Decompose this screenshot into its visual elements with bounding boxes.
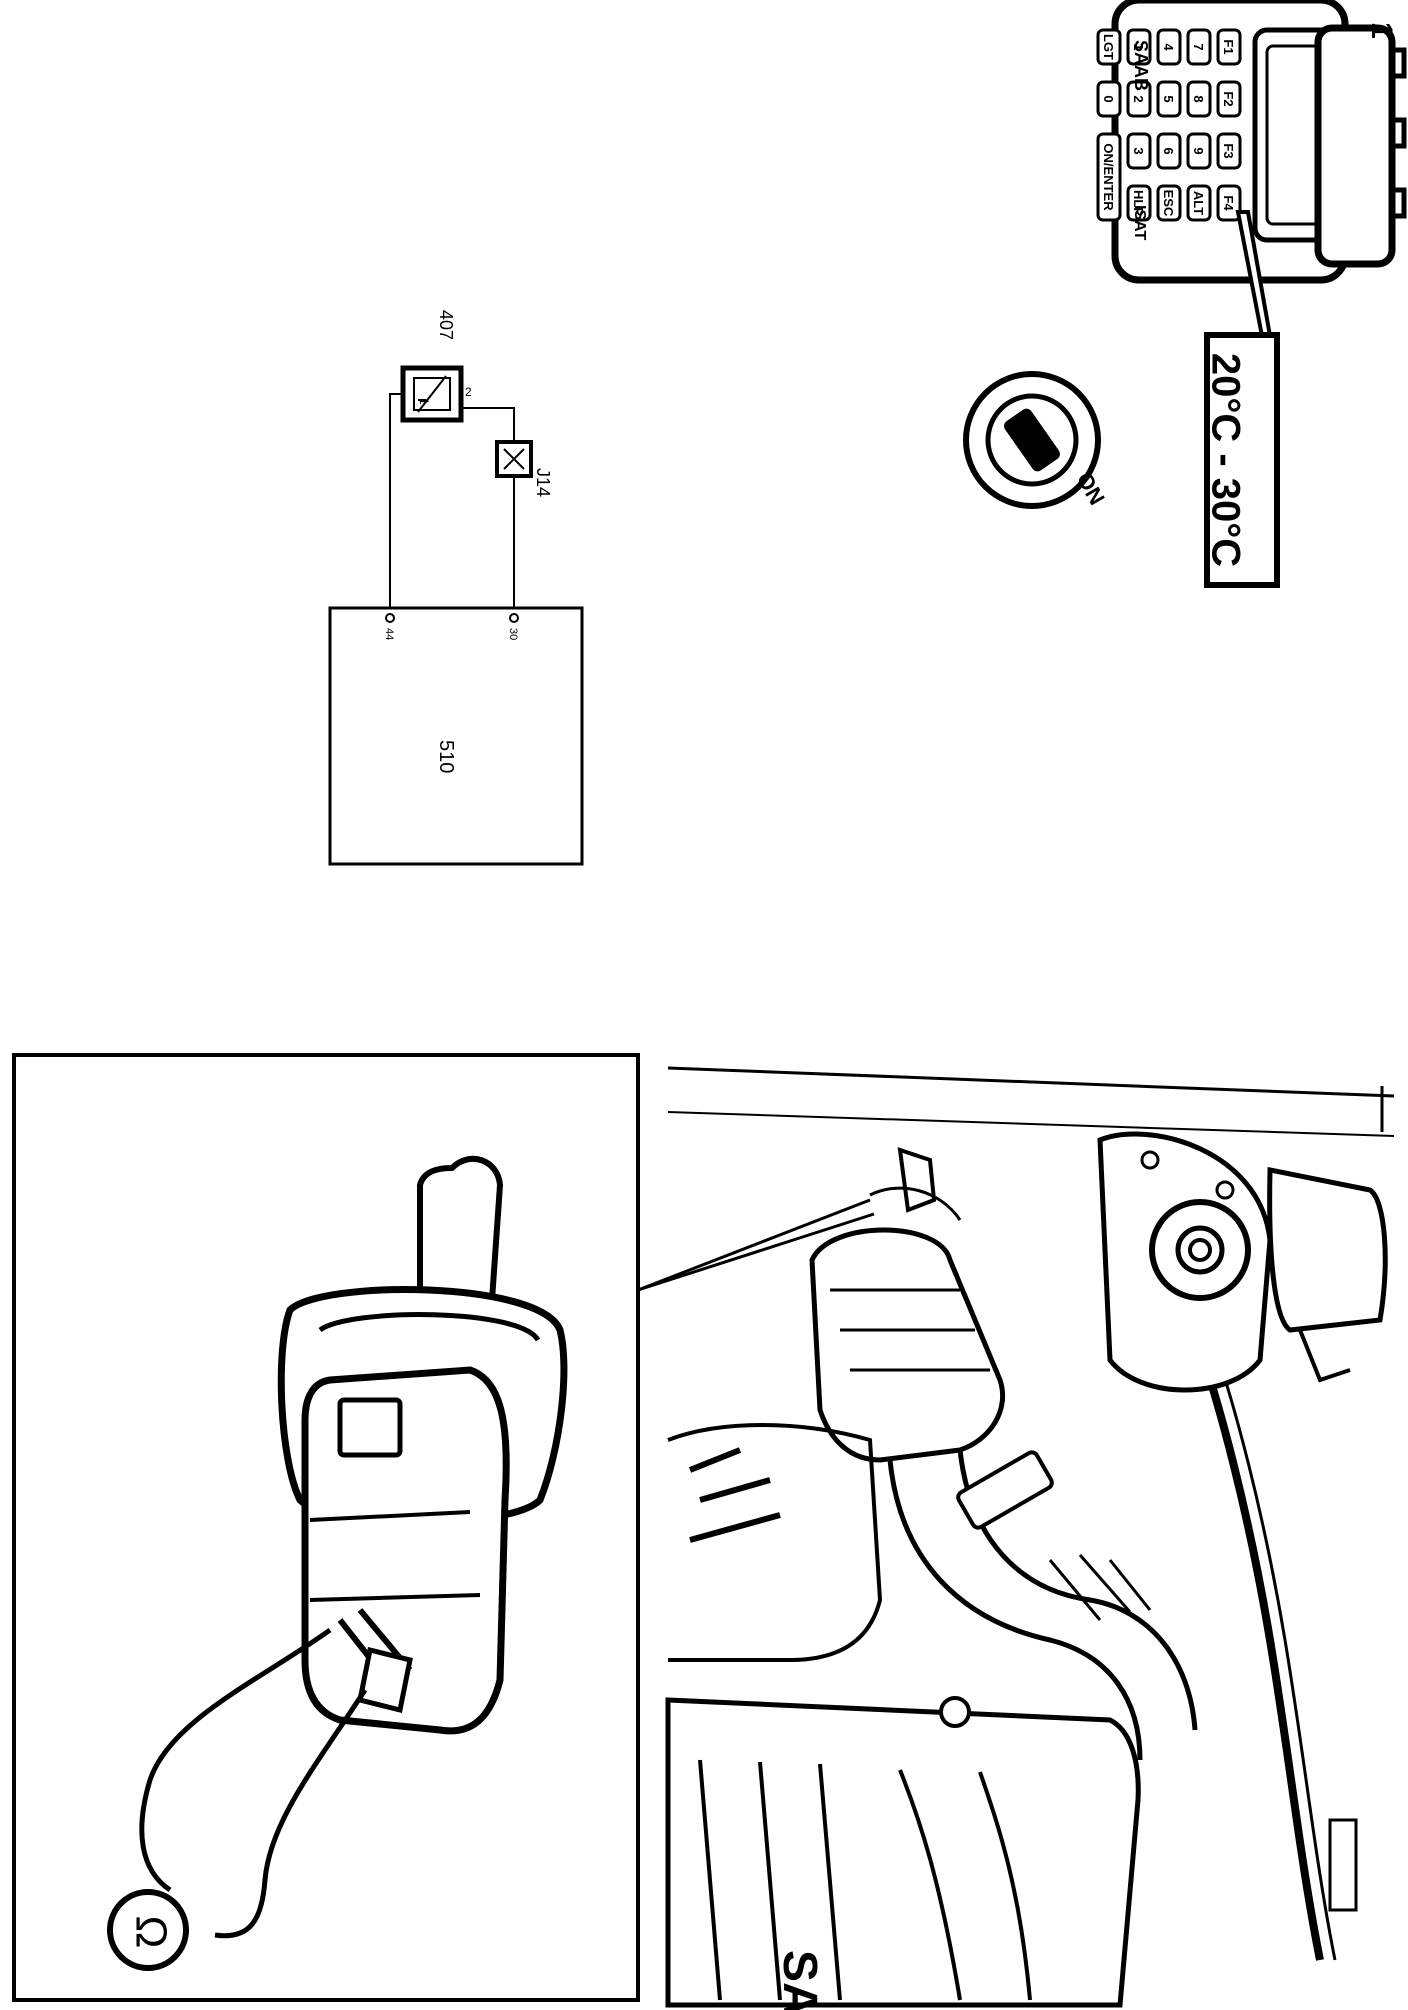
- engine-cover: [665, 1697, 1141, 2008]
- svg-text:HLP: HLP: [1131, 190, 1146, 216]
- svg-text:9: 9: [1191, 147, 1206, 154]
- key-6[interactable]: 6: [1156, 132, 1182, 170]
- thermostat-housing: [809, 1227, 1006, 1463]
- svg-text:0: 0: [1101, 95, 1116, 102]
- svg-text:5: 5: [1161, 95, 1176, 102]
- svg-text:ESC: ESC: [1161, 190, 1176, 217]
- key-7[interactable]: 7: [1186, 28, 1212, 66]
- key-4[interactable]: 4: [1156, 28, 1182, 66]
- key-f3[interactable]: F3: [1216, 132, 1242, 170]
- key-1[interactable]: 1: [1126, 28, 1152, 66]
- sensor-pin-1: 1: [417, 398, 431, 405]
- svg-text:4: 4: [1161, 43, 1176, 51]
- svg-text:F3: F3: [1221, 143, 1236, 158]
- svg-text:2: 2: [1131, 95, 1146, 102]
- key-on-enter[interactable]: ON/ENTER: [1096, 132, 1122, 222]
- key-alt[interactable]: ALT: [1186, 184, 1212, 222]
- wire-sensor-pin1-to-ecu-44: [389, 393, 403, 612]
- inset-leader-lower: [637, 1212, 875, 1292]
- svg-text:F1: F1: [1221, 39, 1236, 54]
- wire-sensor-pin2-to-j14: [461, 407, 515, 442]
- sensor-label: 407: [436, 310, 456, 340]
- ignition-key-slot-icon: [1004, 408, 1060, 472]
- sensor-in-engine: [897, 1147, 937, 1213]
- tester-brand: SAAB: [1131, 40, 1151, 91]
- engine-bay-illustration: SAAB: [665, 1066, 1395, 2010]
- coolant-hose: [887, 1459, 1143, 1761]
- inset-leader-upper: [637, 1198, 871, 1292]
- ecu-pin-44: [385, 613, 395, 623]
- temperature-range: 20°C - 30°C: [1203, 353, 1247, 567]
- svg-text:LGT: LGT: [1101, 34, 1116, 60]
- svg-text:F4: F4: [1221, 195, 1236, 211]
- svg-text:6: 6: [1161, 147, 1176, 154]
- key-hlp[interactable]: HLP: [1126, 184, 1152, 222]
- svg-text:ON/ENTER: ON/ENTER: [1101, 143, 1116, 211]
- svg-text:7: 7: [1191, 43, 1206, 50]
- ecu-pin-30: [509, 613, 519, 623]
- ecu-510: [328, 606, 584, 866]
- connector-inset: Ω: [12, 1053, 875, 2002]
- ohm-symbol: Ω: [126, 1916, 175, 1949]
- tester-keypad: F1 F2 F3 F4 7 8 9 ALT 4 5 6 ESC 1 2 3 HL…: [1096, 28, 1242, 222]
- connector-latch: [337, 1397, 403, 1458]
- ecu-pin-b-label: 30: [507, 628, 519, 640]
- key-f2[interactable]: F2: [1216, 80, 1242, 118]
- key-5[interactable]: 5: [1156, 80, 1182, 118]
- isat-tester: F1 F2 F3 F4 7 8 9 ALT 4 5 6 ESC 1 2 3 HL…: [1096, 0, 1349, 284]
- engine-cover-brand: SAAB: [773, 1950, 826, 2010]
- tester-display-inner: [1265, 44, 1323, 226]
- key-lgt[interactable]: LGT: [1096, 28, 1122, 66]
- svg-text:ALT: ALT: [1191, 191, 1206, 215]
- sensor-probe-tip: [417, 1155, 504, 1309]
- tester-model: ISAT: [1131, 205, 1148, 240]
- meter-lead-2: [214, 1688, 368, 1939]
- wiring-harness: [1186, 1318, 1324, 1961]
- key-f1[interactable]: F1: [1216, 28, 1242, 66]
- ignition-switch: ON: [963, 371, 1110, 509]
- svg-text:F2: F2: [1221, 91, 1236, 106]
- key-esc[interactable]: ESC: [1156, 184, 1182, 222]
- wiring-schematic: 407 2 1 J14 44 30 510: [328, 310, 584, 866]
- tester-callout-number: 1: [1365, 22, 1398, 39]
- key-f4[interactable]: F4: [1216, 184, 1242, 222]
- ecu-label: 510: [435, 740, 457, 773]
- thermistor-icon: [417, 375, 447, 413]
- key-0[interactable]: 0: [1096, 80, 1122, 118]
- intake-manifold: [667, 1423, 883, 1662]
- ohmmeter-icon: [107, 1889, 189, 1971]
- tester-cartridge: [1314, 24, 1407, 268]
- relay-box: [1267, 1166, 1388, 1333]
- ecu-pin-a-label: 44: [383, 628, 395, 640]
- key-8[interactable]: 8: [1186, 80, 1212, 118]
- key-3[interactable]: 3: [1126, 132, 1152, 170]
- key-2[interactable]: 2: [1126, 80, 1152, 118]
- key-9[interactable]: 9: [1186, 132, 1212, 170]
- connector-label: J14: [533, 468, 553, 497]
- meter-lead-1: [139, 1627, 332, 1893]
- temperature-callout: 20°C - 30°C: [1203, 332, 1280, 588]
- svg-text:1: 1: [1131, 43, 1146, 50]
- svg-text:8: 8: [1191, 95, 1206, 102]
- sensor-pin-2: 2: [465, 385, 472, 399]
- svg-text:3: 3: [1131, 147, 1146, 154]
